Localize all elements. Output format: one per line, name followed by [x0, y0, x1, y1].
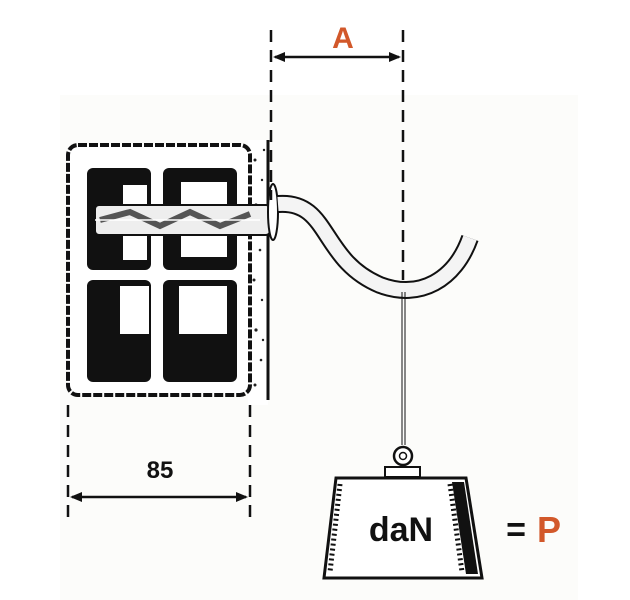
- equals-sign: =: [506, 511, 526, 549]
- weight: [322, 476, 484, 580]
- load-label: P: [537, 509, 561, 550]
- dimension-a: [269, 30, 405, 280]
- unit-label: daN: [369, 511, 433, 549]
- width-label: 85: [147, 457, 174, 484]
- dimension-85: [66, 405, 252, 525]
- string: [384, 292, 421, 478]
- wall-plug: [94, 183, 279, 241]
- distance-label: A: [332, 22, 354, 55]
- hollow-brick: [66, 143, 252, 397]
